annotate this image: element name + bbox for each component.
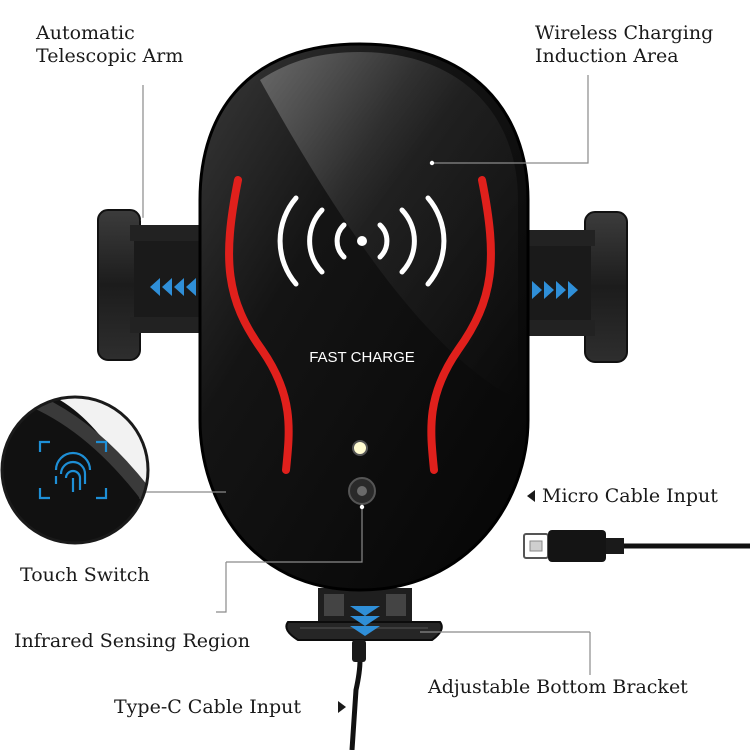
left-telescopic-arm — [97, 209, 210, 361]
telescopic-arm-label: Automatic Telescopic Arm — [36, 22, 183, 68]
micro-cable-label: Micro Cable Input — [542, 485, 718, 507]
infrared-region-label: Infrared Sensing Region — [14, 630, 250, 652]
bracket-arrow-icon — [350, 606, 380, 636]
left-led-strip — [225, 176, 293, 474]
fingerprint-icon — [38, 440, 108, 500]
pointer-glyphs — [338, 490, 535, 713]
right-telescopic-arm — [515, 211, 628, 363]
left-arrow-icon — [150, 278, 196, 296]
bottom-bracket-label: Adjustable Bottom Bracket — [428, 676, 688, 698]
indicator-light — [352, 440, 368, 456]
fast-charge-text: FAST CHARGE — [309, 349, 415, 366]
micro-usb-cable — [523, 530, 750, 562]
charger-body: FAST CHARGE — [198, 42, 530, 592]
induction-area-label-line1: Wireless Charging — [535, 22, 714, 44]
wireless-waves-icon — [277, 195, 447, 287]
touch-switch-zoom — [0, 395, 150, 545]
right-arrow-icon — [532, 281, 578, 299]
touch-switch-label: Touch Switch — [20, 564, 150, 586]
callout-dots — [140, 160, 435, 510]
telescopic-arm-label-line2: Telescopic Arm — [36, 45, 184, 67]
right-led-strip — [427, 176, 495, 474]
telescopic-arm-label-line1: Automatic — [36, 22, 135, 44]
adjustable-bottom-bracket — [285, 588, 443, 641]
callout-lines — [142, 75, 591, 675]
type-c-cable-label: Type-C Cable Input — [114, 696, 301, 718]
induction-area-label-line2: Induction Area — [535, 45, 679, 67]
induction-area-label: Wireless Charging Induction Area — [535, 22, 713, 68]
